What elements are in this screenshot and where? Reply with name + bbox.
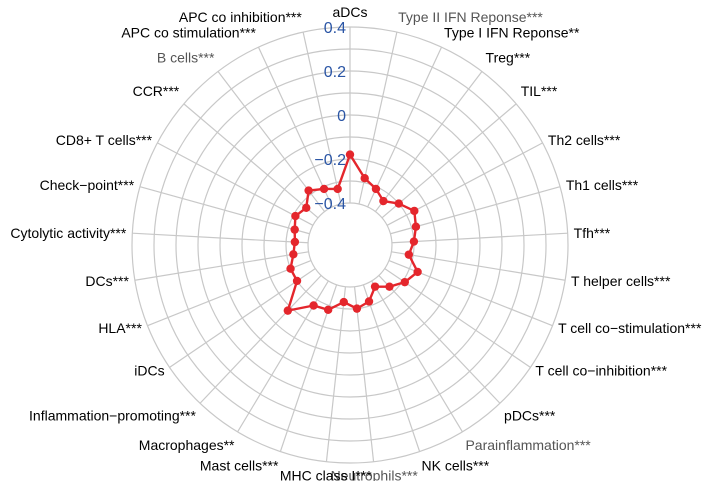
grid-spoke	[199, 275, 322, 404]
category-label: Neutrophils***	[331, 468, 419, 481]
radar-grid	[131, 26, 569, 464]
grid-spoke	[367, 46, 443, 208]
category-label: T cell co−stimulation***	[558, 320, 702, 336]
grid-spoke	[139, 186, 310, 235]
category-label: MHC class I***	[280, 468, 372, 481]
category-label: T cell co−inhibition***	[535, 363, 667, 379]
category-label: Tfh***	[574, 225, 611, 241]
category-label: pDCs***	[504, 408, 556, 424]
category-label: B cells***	[157, 50, 215, 66]
grid-spoke	[132, 232, 309, 244]
data-point-17	[309, 301, 318, 310]
category-labels: aDCs Type II IFN Reponse***Type I IFN Rep…	[10, 4, 702, 481]
grid-spoke	[374, 71, 483, 212]
category-label: NK cells***	[422, 457, 490, 473]
data-point-7	[409, 237, 419, 246]
category-label: TIL***	[521, 83, 558, 99]
data-point-26	[304, 186, 313, 195]
data-point-13	[364, 297, 374, 306]
category-label: CD8+ T cells***	[56, 132, 153, 148]
data-point-0	[345, 150, 355, 159]
grid-ring	[307, 202, 393, 288]
data-point-23	[290, 225, 299, 234]
grid-spoke	[257, 46, 333, 208]
category-label: Cytolytic activity***	[10, 225, 126, 241]
grid-spoke	[388, 259, 553, 327]
category-label: Check−point***	[40, 177, 135, 193]
data-point-3	[379, 196, 388, 206]
grid-spoke	[384, 268, 531, 368]
data-point-20	[286, 264, 295, 273]
data-point-18	[283, 306, 293, 315]
category-label: Th2 cells***	[548, 132, 621, 148]
category-label: APC co inhibition***	[179, 9, 303, 25]
category-label: aDCs	[332, 4, 367, 20]
category-label: T helper cells***	[571, 273, 671, 289]
grid-spoke	[391, 232, 568, 244]
category-label: CCR***	[133, 83, 180, 99]
data-point-4	[394, 199, 403, 208]
series-layer	[283, 150, 422, 315]
tick-label: 0.2	[324, 64, 346, 81]
grid-spoke	[134, 251, 309, 281]
grid-spoke	[147, 259, 312, 327]
grid-spoke	[371, 280, 463, 433]
grid-spoke	[381, 103, 517, 219]
grid-spoke	[169, 268, 316, 368]
data-point-25	[302, 203, 311, 213]
data-point-21	[289, 250, 298, 259]
data-point-24	[291, 211, 300, 221]
category-label: Th1 cells***	[566, 177, 639, 193]
data-point-11	[385, 282, 394, 291]
grid-spoke	[183, 103, 319, 219]
data-point-28	[333, 184, 342, 194]
category-label: Inflammation−promoting***	[29, 408, 196, 424]
data-point-27	[319, 184, 329, 194]
tick-label: 0	[337, 108, 346, 125]
category-label: Mast cells***	[200, 457, 279, 473]
data-point-16	[323, 305, 333, 315]
data-point-1	[360, 174, 369, 183]
data-point-8	[404, 250, 414, 259]
data-point-14	[352, 304, 362, 313]
grid-spoke	[353, 286, 375, 462]
category-label: Macrophages**	[139, 437, 235, 453]
radial-tick-labels: 0.4 0.2 0 −0.2 −0.4	[314, 20, 346, 213]
category-label: Parainflammation***	[465, 437, 591, 453]
data-point-6	[411, 222, 421, 231]
tick-label: 0.4	[324, 20, 346, 37]
data-point-22	[290, 237, 300, 247]
category-label: DCs***	[85, 273, 129, 289]
data-point-9	[413, 267, 422, 277]
grid-spoke	[302, 31, 342, 205]
data-point-5	[410, 206, 419, 216]
grid-spoke	[378, 275, 501, 404]
data-point-15	[339, 297, 348, 307]
category-label: Type I IFN Reponse**	[444, 25, 580, 41]
data-point-19	[292, 276, 302, 286]
category-label: APC co stimulation***	[121, 25, 256, 41]
grid-spoke	[157, 142, 314, 226]
data-point-2	[371, 184, 381, 194]
category-label: iDCs	[134, 363, 164, 379]
category-label: Type II IFN Reponse***	[398, 9, 543, 25]
tick-label: −0.4	[314, 196, 346, 213]
category-label: HLA***	[98, 320, 142, 336]
data-point-10	[400, 277, 409, 287]
grid-spoke	[391, 251, 566, 281]
grid-spoke	[325, 286, 347, 462]
category-label: Treg***	[486, 50, 531, 66]
data-point-12	[370, 282, 380, 291]
grid-spoke	[362, 284, 421, 452]
tick-label: −0.2	[314, 152, 346, 169]
